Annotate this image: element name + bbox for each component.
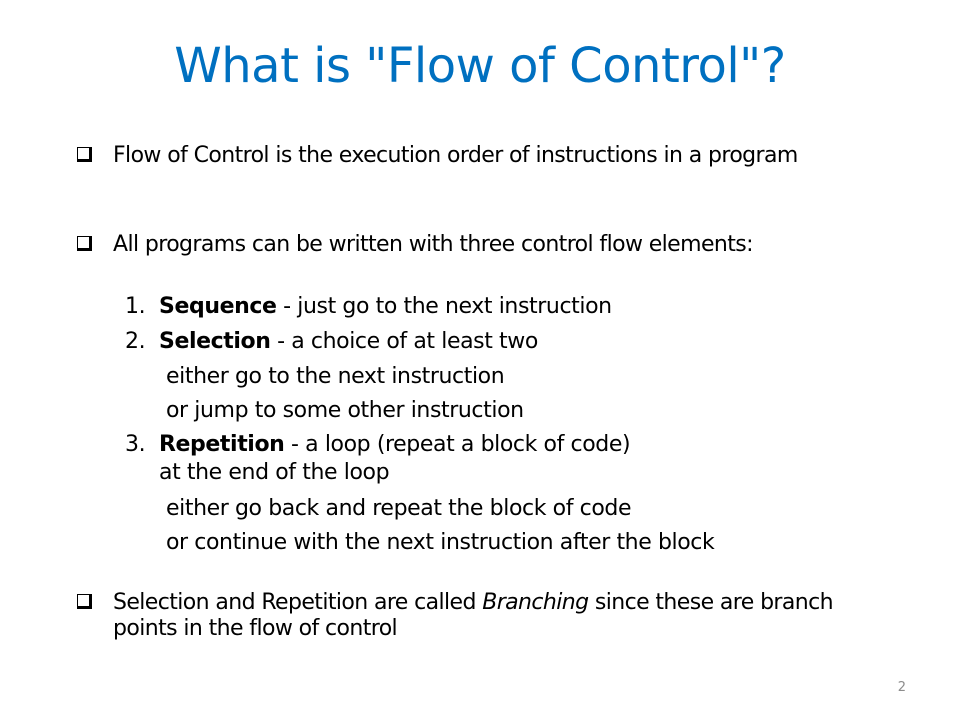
list-item-detail: either go to the next instruction bbox=[166, 364, 505, 389]
list-item-number: 2. bbox=[125, 329, 146, 354]
bullet-emphasis: Branching bbox=[482, 590, 589, 615]
bullet-text: All programs can be written with three c… bbox=[113, 232, 754, 257]
list-item-description: - a loop (repeat a block of code) bbox=[284, 432, 631, 457]
list-item-term: Selection bbox=[159, 329, 271, 354]
bullet-item-definition: Flow of Control is the execution order o… bbox=[77, 143, 877, 199]
list-item-selection: 2. Selection - a choice of at least two bbox=[125, 327, 538, 357]
list-item-detail: or continue with the next instruction af… bbox=[166, 530, 715, 555]
list-item-sub-intro: at the end of the loop bbox=[159, 460, 390, 485]
slide-title: What is "Flow of Control"? bbox=[174, 38, 786, 94]
list-item-term: Repetition bbox=[159, 432, 285, 457]
list-item-description: - just go to the next instruction bbox=[276, 294, 612, 319]
list-item-repetition: 3. Repetition - a loop (repeat a block of… bbox=[125, 430, 631, 460]
bullet-text: Selection and Repetition are called Bran… bbox=[113, 590, 873, 642]
bullet-text-after: since these are branch points in the flo… bbox=[113, 590, 834, 641]
list-item-number: 1. bbox=[125, 294, 146, 319]
list-item-term: Sequence bbox=[159, 294, 277, 319]
list-item-detail: or jump to some other instruction bbox=[166, 398, 524, 423]
list-item-number: 3. bbox=[125, 432, 146, 457]
bullet-item-control-flow-elements: All programs can be written with three c… bbox=[77, 232, 877, 260]
page-number: 2 bbox=[897, 680, 906, 695]
bullet-text-before: Selection and Repetition are called bbox=[113, 590, 483, 615]
checkbox-square-icon bbox=[77, 594, 92, 609]
checkbox-square-icon bbox=[77, 147, 92, 162]
list-item-sequence: 1. Sequence - just go to the next instruc… bbox=[125, 292, 612, 322]
bullet-item-branching: Selection and Repetition are called Bran… bbox=[77, 590, 877, 646]
checkbox-square-icon bbox=[77, 236, 92, 251]
bullet-text: Flow of Control is the execution order o… bbox=[113, 143, 798, 168]
list-item-description: - a choice of at least two bbox=[270, 329, 538, 354]
list-item-detail: either go back and repeat the block of c… bbox=[166, 496, 632, 521]
